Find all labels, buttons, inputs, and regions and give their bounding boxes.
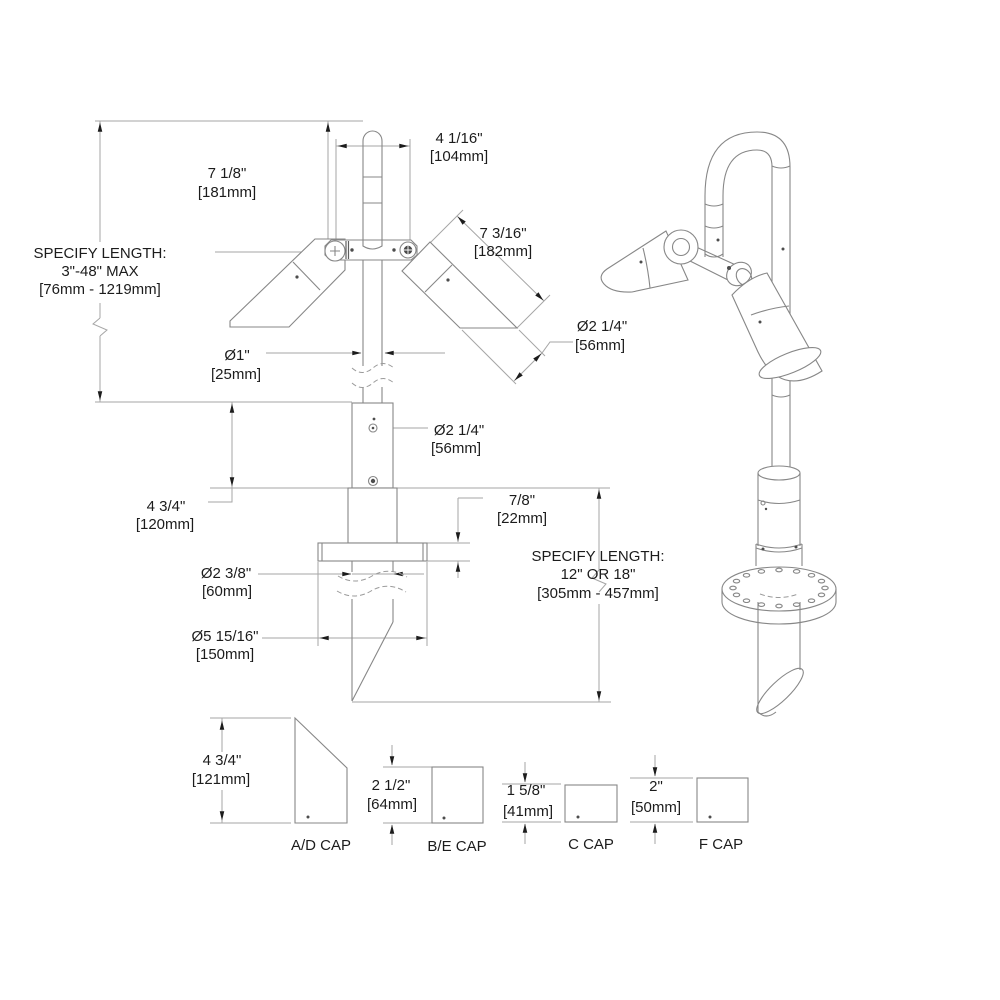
iso-knuckle (685, 245, 753, 287)
dim-flange-thk-in: 7/8" (509, 492, 535, 509)
dim-flange-dia-mm: [150mm] (196, 646, 254, 663)
dim-flange-dia-in: Ø5 15/16" (191, 628, 258, 645)
cap-c-dim-in: 1 5/8" (507, 782, 546, 799)
stake-note-line2: 12" OR 18" (561, 566, 636, 583)
cap-f-name: F CAP (699, 836, 743, 853)
cap-f: 2" [50mm] F CAP (630, 755, 749, 853)
cap-be-name: B/E CAP (427, 838, 486, 855)
dim-head-span-mm: [104mm] (430, 148, 488, 165)
dim-head-height-in: 7 1/8" (208, 165, 247, 182)
dim-head-dia-in: Ø2 1/4" (577, 318, 627, 335)
dim-head-span-in: 4 1/16" (435, 130, 482, 147)
dimension-lines (92, 121, 607, 702)
right-lamp-head (401, 241, 519, 329)
stake-spike (351, 621, 394, 702)
ground-stake (317, 402, 428, 702)
cap-be-dim-mm: [64mm] (367, 796, 417, 813)
front-view: 4 1/16" [104mm] 7 1/8" [181mm] SPECIFY L… (33, 120, 665, 703)
cap-ad-name: A/D CAP (291, 837, 351, 854)
left-lamp-head (229, 238, 346, 328)
iso-stake (721, 465, 837, 717)
extension-lines (95, 120, 611, 703)
cap-ad-dim-mm: [121mm] (192, 771, 250, 788)
dim-stake-dia-mm: [56mm] (431, 440, 481, 457)
cap-be-shape (431, 766, 484, 824)
cap-be: 2 1/2" [64mm] B/E CAP (367, 745, 487, 855)
cap-c-name: C CAP (568, 836, 614, 853)
iso-left-head (600, 229, 699, 293)
cap-f-shape (696, 777, 749, 823)
cap-ad: 4 3/4" [121mm] A/D CAP (192, 716, 351, 854)
front-view-labels: 4 1/16" [104mm] 7 1/8" [181mm] SPECIFY L… (33, 130, 664, 663)
dim-pole-dia-mm: [25mm] (211, 366, 261, 383)
length-note-line3: [76mm - 1219mm] (39, 281, 161, 298)
dim-stake-dia-in: Ø2 1/4" (434, 422, 484, 439)
stake-note-line1: SPECIFY LENGTH: (531, 548, 664, 565)
lamp-heads (229, 238, 519, 329)
cap-f-dim-mm: [50mm] (631, 799, 681, 816)
dim-stem-dia-mm: [60mm] (202, 583, 252, 600)
length-note-line2: 3"-48" MAX (61, 263, 138, 280)
dim-head-height-mm: [181mm] (198, 184, 256, 201)
flange-bolt-holes (729, 567, 829, 609)
dim-head-length-mm: [182mm] (474, 243, 532, 260)
cap-ad-shape (294, 716, 348, 824)
cap-c-dim-mm: [41mm] (503, 803, 553, 820)
dim-stake-exposed-mm: [120mm] (136, 516, 194, 533)
pivot-bar (324, 239, 418, 262)
cap-f-dim-in: 2" (649, 778, 663, 795)
flange (317, 542, 428, 562)
dimension-arrows (97, 122, 602, 701)
dim-stem-dia-in: Ø2 3/8" (201, 565, 251, 582)
dim-head-length-in: 7 3/16" (479, 225, 526, 242)
iso-view (600, 131, 837, 717)
dim-stake-exposed-in: 4 3/4" (147, 498, 186, 515)
stake-note-line3: [305mm - 457mm] (537, 585, 659, 602)
dim-pole-dia-in: Ø1" (224, 347, 249, 364)
cap-be-dim-in: 2 1/2" (372, 777, 411, 794)
cap-profiles: 4 3/4" [121mm] A/D CAP 2 1/2" [64mm] B/E… (192, 716, 749, 855)
pole (351, 130, 395, 403)
length-note-line1: SPECIFY LENGTH: (33, 245, 166, 262)
iso-right-head (731, 272, 823, 382)
cap-c-shape (564, 784, 618, 823)
dim-head-dia-mm: [56mm] (575, 337, 625, 354)
cap-c: 1 5/8" [41mm] C CAP (502, 762, 618, 853)
dim-flange-thk-mm: [22mm] (497, 510, 547, 527)
cap-ad-dim-in: 4 3/4" (203, 752, 242, 769)
